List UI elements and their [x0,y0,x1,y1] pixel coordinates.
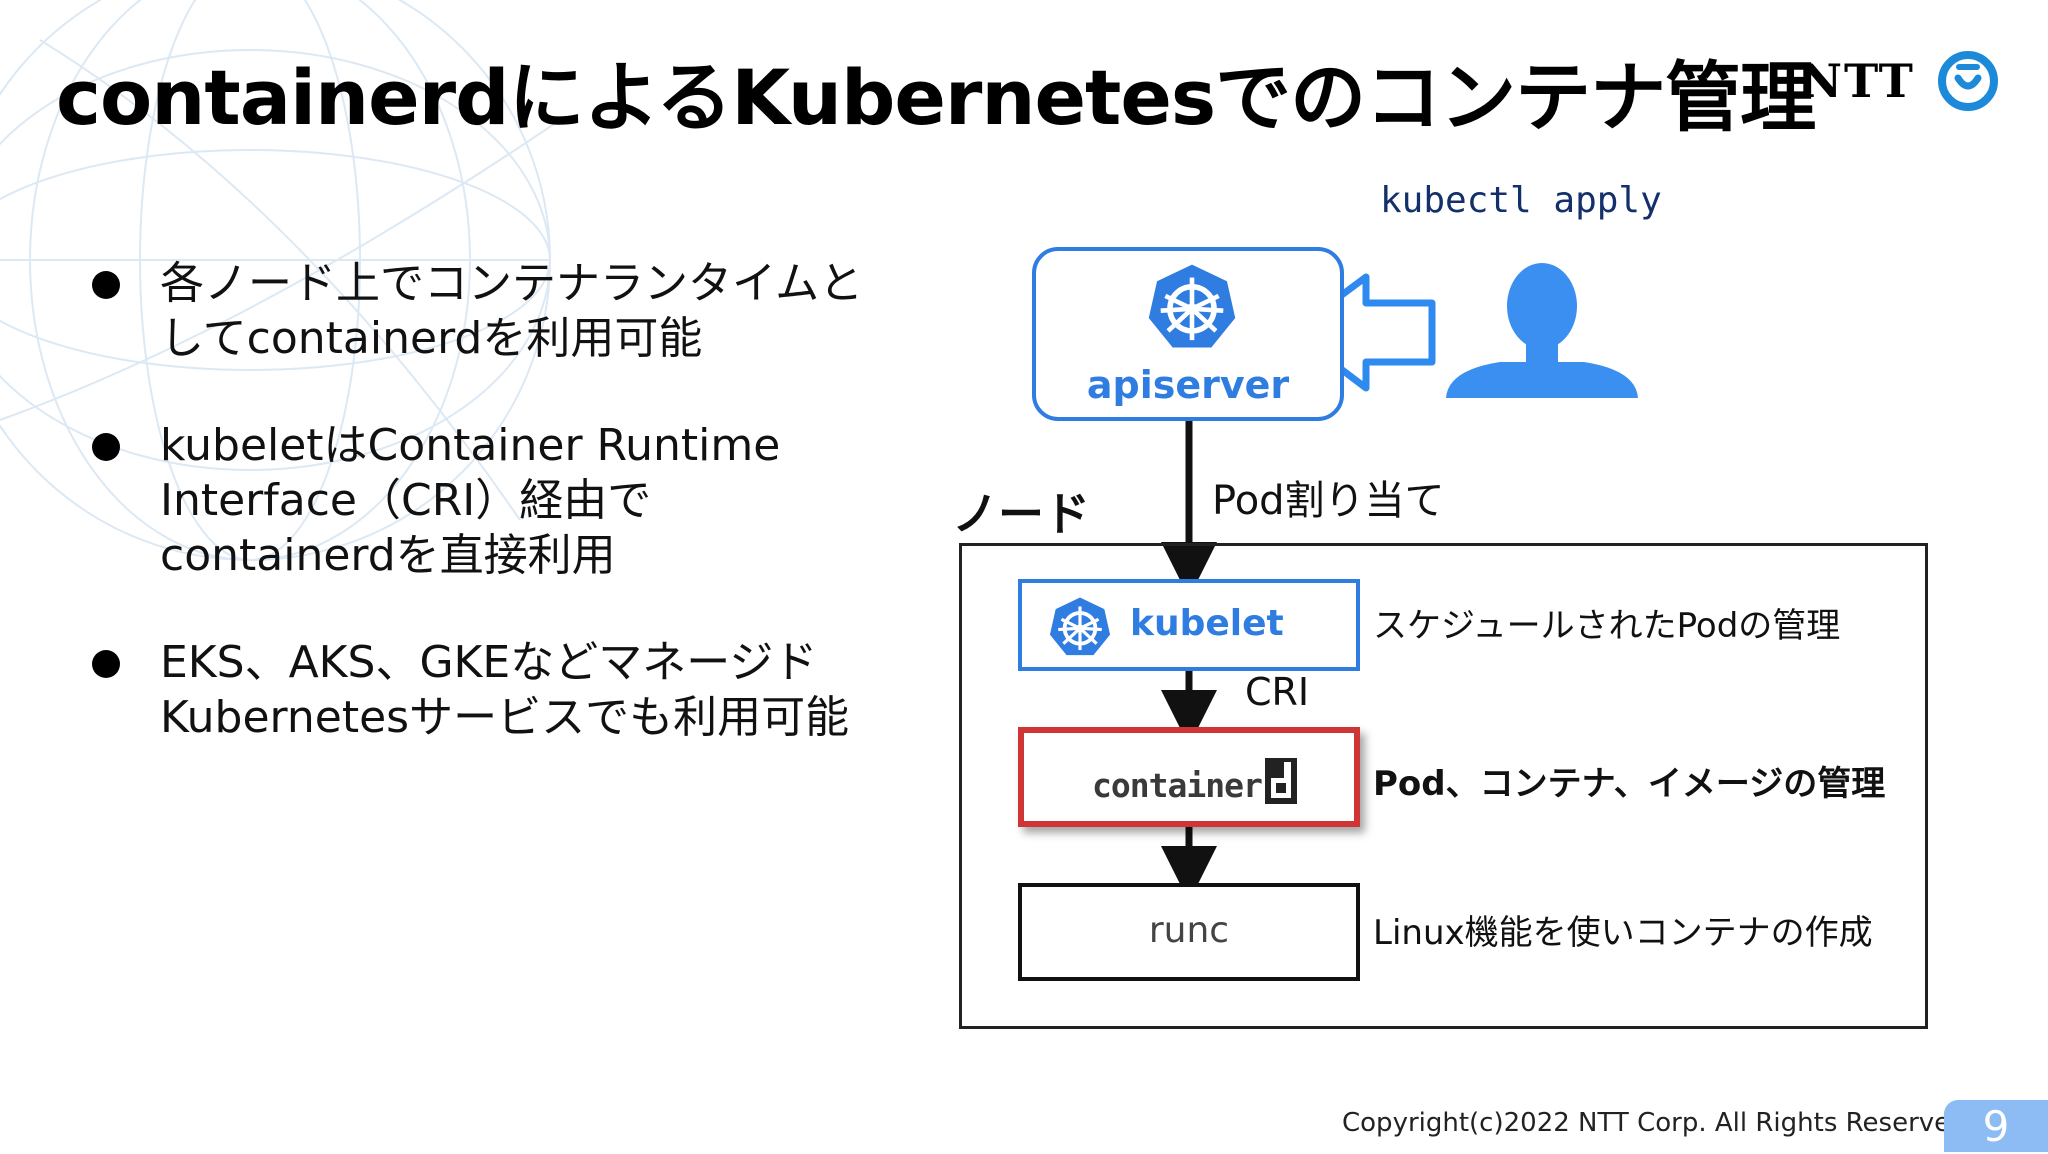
slide-title: containerdによるKubernetesでのコンテナ管理 [56,53,1816,142]
runc-box: runc [1018,883,1360,981]
kubelet-label: kubelet [1130,603,1284,644]
kubelet-box: kubelet [1018,579,1360,671]
apiserver-box: apiserver [1032,247,1344,421]
runc-description: Linux機能を使いコンテナの作成 [1373,913,1873,953]
bullet-dot-icon [92,433,120,461]
kubectl-command: kubectl apply [1380,180,1662,221]
bullet-item: 各ノード上でコンテナランタイムと してcontainerdを利用可能 [88,256,928,366]
kubernetes-icon [1148,264,1236,348]
pod-assign-label: Pod割り当て [1212,478,1445,524]
bullet-text: EKS、AKS、GKEなどマネージド [160,637,818,688]
cri-label: CRI [1245,670,1310,714]
bullet-dot-icon [92,271,120,299]
arrow-left-icon [1288,273,1436,392]
containerd-logo-icon: container [1092,758,1297,804]
bullet-dot-icon [92,650,120,678]
apiserver-label: apiserver [1086,363,1290,407]
containerd-logo-text: container [1092,766,1263,805]
kubernetes-icon [1049,597,1111,656]
user-silhouette-icon [1446,263,1638,398]
ntt-logo-text: NTT [1800,54,1915,108]
bullet-list: 各ノード上でコンテナランタイムと してcontainerdを利用可能 kubel… [88,256,928,797]
bullet-text: Kubernetesサービスでも利用可能 [160,692,850,743]
bullet-text: してcontainerdを利用可能 [160,313,703,364]
node-box [959,543,1928,1029]
node-label: ノード [952,487,1090,541]
containerd-d-glyph-icon [1264,758,1297,804]
containerd-box: container [1018,727,1360,827]
bullet-text: containerdを直接利用 [160,530,616,581]
ntt-logo-icon [1937,51,1998,111]
kubelet-description: スケジュールされたPodの管理 [1373,606,1841,646]
ntt-logo: NTT [1800,50,1999,112]
containerd-description: Pod、コンテナ、イメージの管理 [1373,764,1886,804]
bullet-item: kubeletはContainer Runtime Interface（CRI）… [88,418,928,583]
bullet-text: kubeletはContainer Runtime [160,420,781,471]
bullet-item: EKS、AKS、GKEなどマネージド Kubernetesサービスでも利用可能 [88,635,928,745]
bullet-text: 各ノード上でコンテナランタイムと [160,258,864,309]
globe-icon [0,0,561,561]
page-number-badge: 9 [1944,1100,2048,1152]
copyright-footer: Copyright(c)2022 NTT Corp. All Rights Re… [1342,1108,1975,1138]
bullet-text: Interface（CRI）経由で [160,475,652,526]
